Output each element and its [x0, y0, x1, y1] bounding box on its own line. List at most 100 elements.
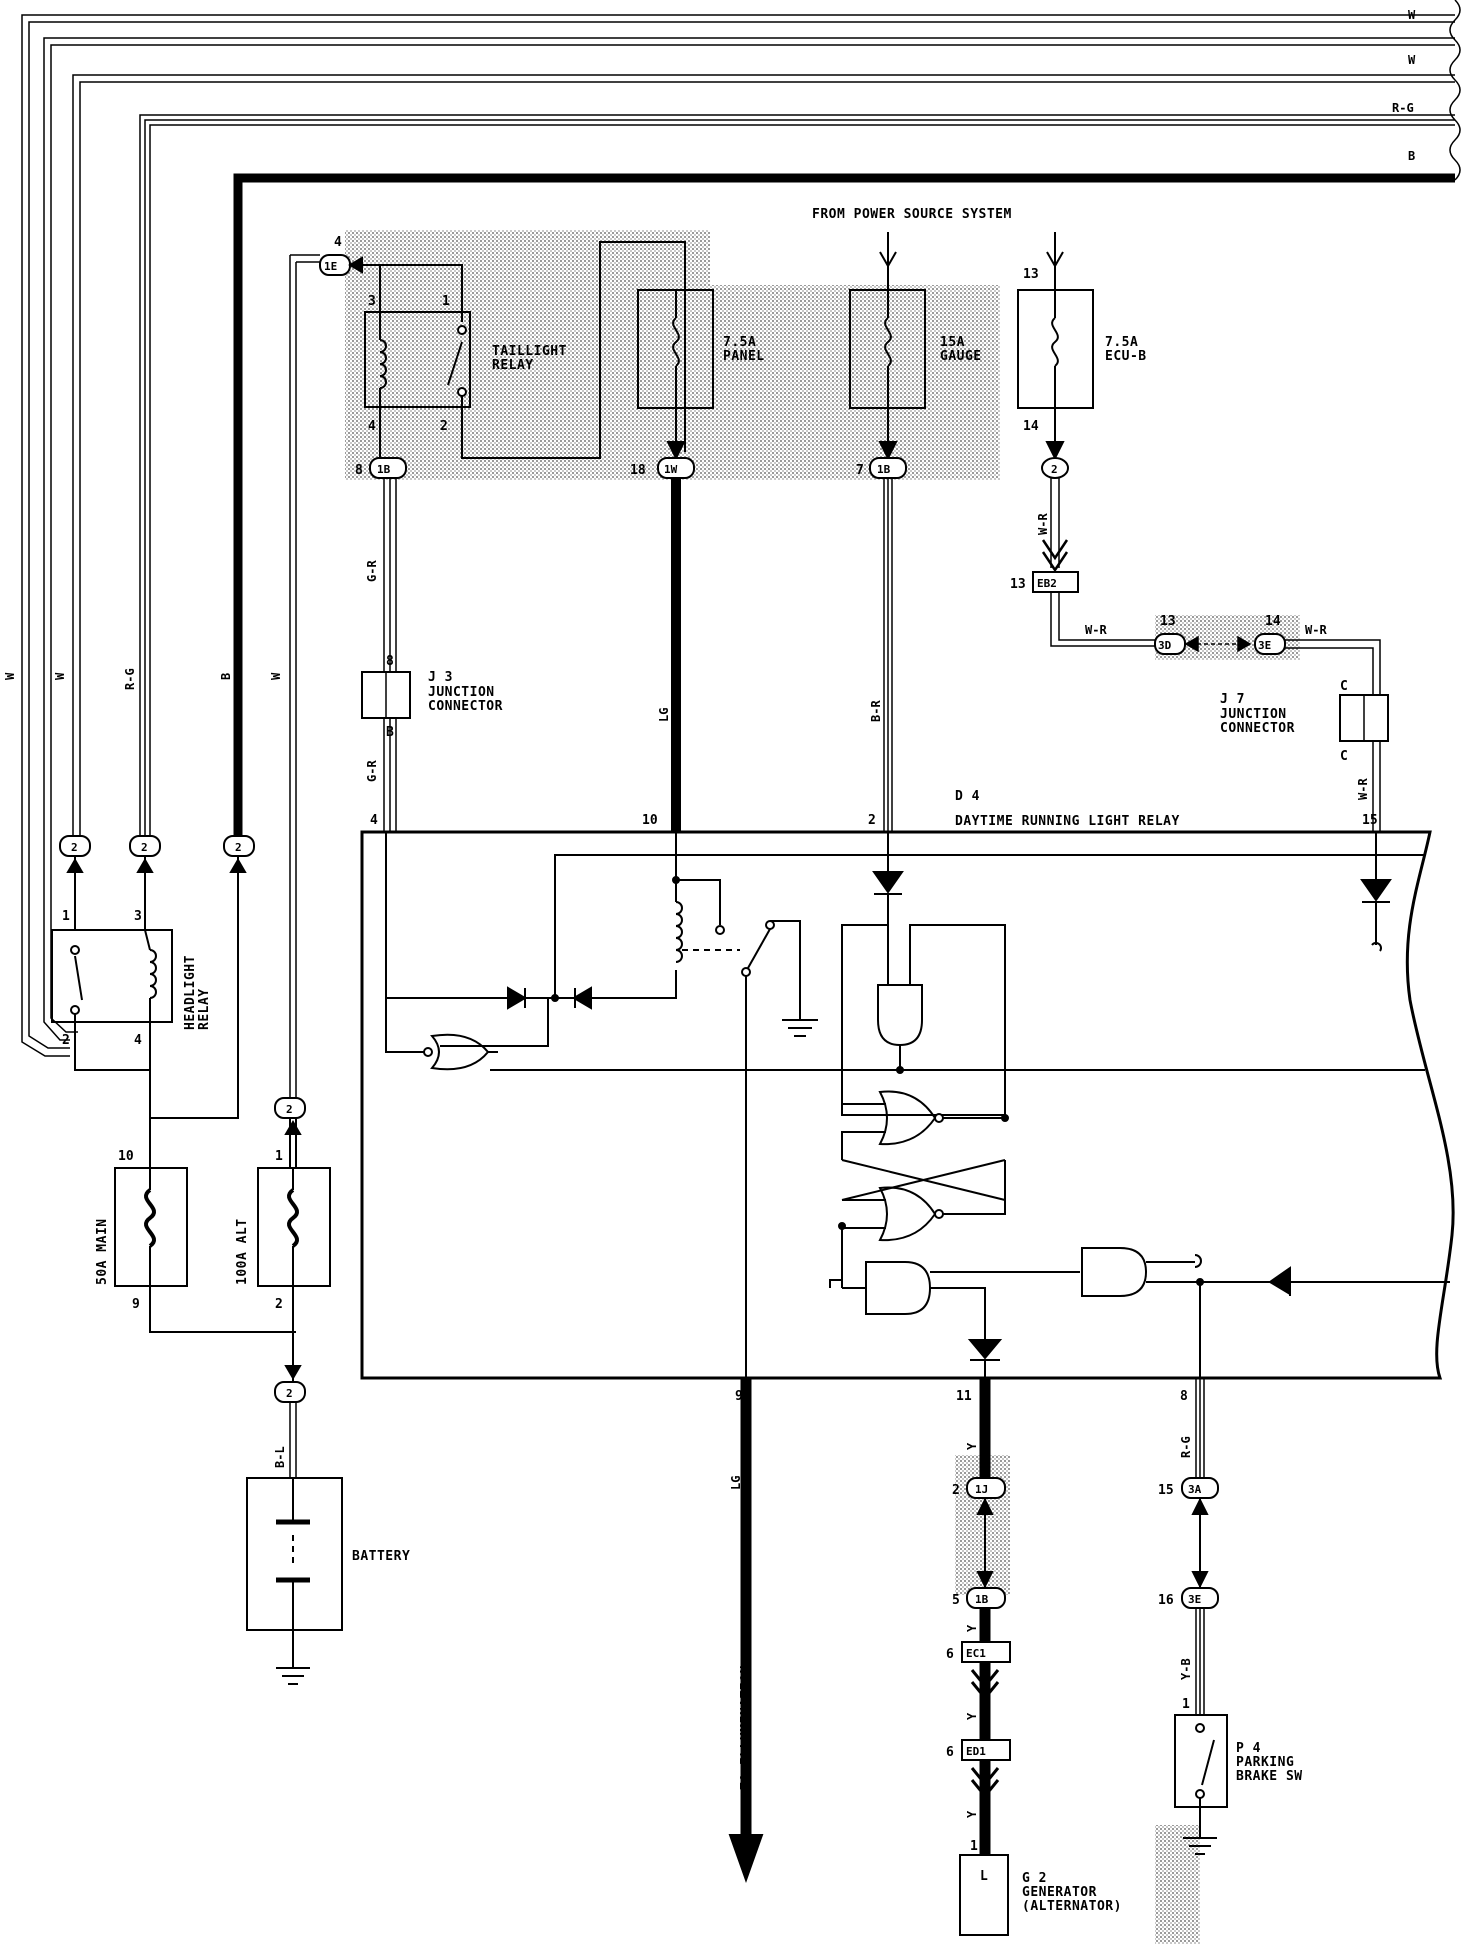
- d4-drl-relay: [360, 830, 1455, 1380]
- wire-y-2: Y: [965, 1624, 979, 1632]
- j7-label-1: JUNCTION: [1220, 707, 1287, 722]
- connector-1b-b: 1B: [877, 463, 891, 476]
- wire-b-left: B: [219, 673, 233, 680]
- connector-3e-b: 3E: [1188, 1593, 1201, 1606]
- connector-2-b: 2: [235, 841, 242, 854]
- panel-fuse-amp: 7.5A: [723, 335, 756, 350]
- left-connectors: [59, 835, 306, 1403]
- g2-label-1: GENERATOR: [1022, 1885, 1097, 1900]
- j3-label-1: JUNCTION: [428, 685, 495, 700]
- pin-ecu-14: 14: [1023, 419, 1039, 434]
- pin-hr-4: 4: [134, 1033, 142, 1048]
- wire-w-left-3: W: [269, 672, 283, 680]
- wire-y-1: Y: [965, 1442, 979, 1450]
- to-illumination-label: TO ILLUMINATION: [739, 1665, 754, 1790]
- taillight-relay-label-1: TAILLIGHT: [492, 344, 567, 359]
- wire-bl: B-L: [273, 1446, 287, 1468]
- pin-ec1-6: 6: [946, 1647, 954, 1662]
- wire-wr-4: W-R: [1356, 778, 1370, 800]
- pin-3a-15: 15: [1158, 1483, 1174, 1498]
- pin-d4-10: 10: [642, 813, 658, 828]
- pin-1j-2: 2: [952, 1483, 960, 1498]
- connector-3a: 3A: [1188, 1483, 1202, 1496]
- connector-2-w: 2: [71, 841, 78, 854]
- g2-pin-l: L: [980, 1869, 988, 1884]
- wire-w-left-1: W: [3, 672, 17, 680]
- pin-1w-18: 18: [630, 463, 646, 478]
- g2-label-2: (ALTERNATOR): [1022, 1899, 1122, 1914]
- pin-tr-1: 1: [442, 294, 450, 309]
- power-source-label: FROM POWER SOURCE SYSTEM: [812, 207, 1012, 222]
- pin-hr-1: 1: [62, 909, 70, 924]
- wire-rg-2: R-G: [1179, 1436, 1193, 1458]
- wire-label-w1: W: [1408, 8, 1416, 22]
- main-fuse-label: 50A MAIN: [95, 1218, 110, 1285]
- panel-fuse: [637, 289, 714, 479]
- j3-id: J 3: [428, 670, 453, 685]
- wire-w-left-2: W: [53, 672, 67, 680]
- pin-mf-10: 10: [118, 1149, 134, 1164]
- headlight-relay-label-2: RELAY: [197, 988, 212, 1030]
- p4-label-1: PARKING: [1236, 1755, 1294, 1770]
- wire-gr-2: G-R: [365, 760, 379, 782]
- connector-2-alt: 2: [286, 1103, 293, 1116]
- pin-tr-3: 3: [368, 294, 376, 309]
- headlight-relay-label-1: HEADLIGHT: [183, 955, 198, 1030]
- wire-wr-2: W-R: [1085, 623, 1107, 637]
- connector-1b-c: 1B: [975, 1593, 989, 1606]
- p4-id: P 4: [1236, 1741, 1261, 1756]
- d4-input-wires: [361, 478, 893, 832]
- pin-eb2-13: 13: [1010, 577, 1026, 592]
- pin-hr-2: 2: [62, 1033, 70, 1048]
- pin-1b-5: 5: [952, 1593, 960, 1608]
- pin-3e-14: 14: [1265, 614, 1281, 629]
- connector-ec1: EC1: [966, 1647, 986, 1660]
- alt-fuse-label: 100A ALT: [235, 1218, 250, 1285]
- pin-p4-1: 1: [1182, 1697, 1190, 1712]
- top-wire-breaks: [1449, 0, 1461, 181]
- d4-output-wires: [728, 1378, 1228, 1936]
- connector-ed1: ED1: [966, 1745, 986, 1758]
- pin-d4-2: 2: [868, 813, 876, 828]
- connector-2-bat: 2: [286, 1387, 293, 1400]
- wire-wr-1: W-R: [1036, 513, 1050, 535]
- connector-2-rg: 2: [141, 841, 148, 854]
- panel-fuse-name: PANEL: [723, 349, 765, 364]
- ecu-fuse-name: ECU-B: [1105, 349, 1147, 364]
- connector-2-ecu: 2: [1051, 463, 1058, 476]
- connector-1w: 1W: [664, 463, 678, 476]
- connector-3e-a: 3E: [1258, 639, 1271, 652]
- j7-id: J 7: [1220, 692, 1245, 707]
- wire-lg-1: LG: [657, 708, 671, 722]
- taillight-relay: [319, 241, 686, 479]
- wire-lg-2: LG: [729, 1476, 743, 1490]
- pin-hr-3: 3: [134, 909, 142, 924]
- j3-label-2: CONNECTOR: [428, 699, 503, 714]
- wire-br: B-R: [869, 700, 883, 722]
- wire-y-3: Y: [965, 1712, 979, 1720]
- pin-ecu-13: 13: [1023, 267, 1039, 282]
- connector-eb2: EB2: [1037, 577, 1057, 590]
- pin-d4-4: 4: [370, 813, 378, 828]
- headlight-relay-circuit: [51, 254, 343, 1685]
- pin-af-2: 2: [275, 1297, 283, 1312]
- junction-block-shading: [345, 230, 1300, 1944]
- ecu-fuse-amp: 7.5A: [1105, 335, 1138, 350]
- pin-j7-c-top: C: [1340, 679, 1348, 694]
- taillight-relay-label-2: RELAY: [492, 358, 534, 373]
- connector-1b-a: 1B: [377, 463, 391, 476]
- pin-3e-16: 16: [1158, 1593, 1174, 1608]
- d4-label: DAYTIME RUNNING LIGHT RELAY: [955, 814, 1180, 829]
- top-wire-bus: [21, 14, 1455, 1057]
- connector-1j: 1J: [975, 1483, 988, 1496]
- wire-rg-left: R-G: [123, 668, 137, 690]
- pin-af-1: 1: [275, 1149, 283, 1164]
- pin-tr-4: 4: [368, 419, 376, 434]
- pin-1b-8: 8: [355, 463, 363, 478]
- gauge-fuse-amp: 15A: [940, 335, 965, 350]
- connector-3d: 3D: [1158, 639, 1172, 652]
- wire-wr-3: W-R: [1305, 623, 1327, 637]
- gauge-fuse: [849, 232, 926, 479]
- connector-1e: 1E: [324, 260, 337, 273]
